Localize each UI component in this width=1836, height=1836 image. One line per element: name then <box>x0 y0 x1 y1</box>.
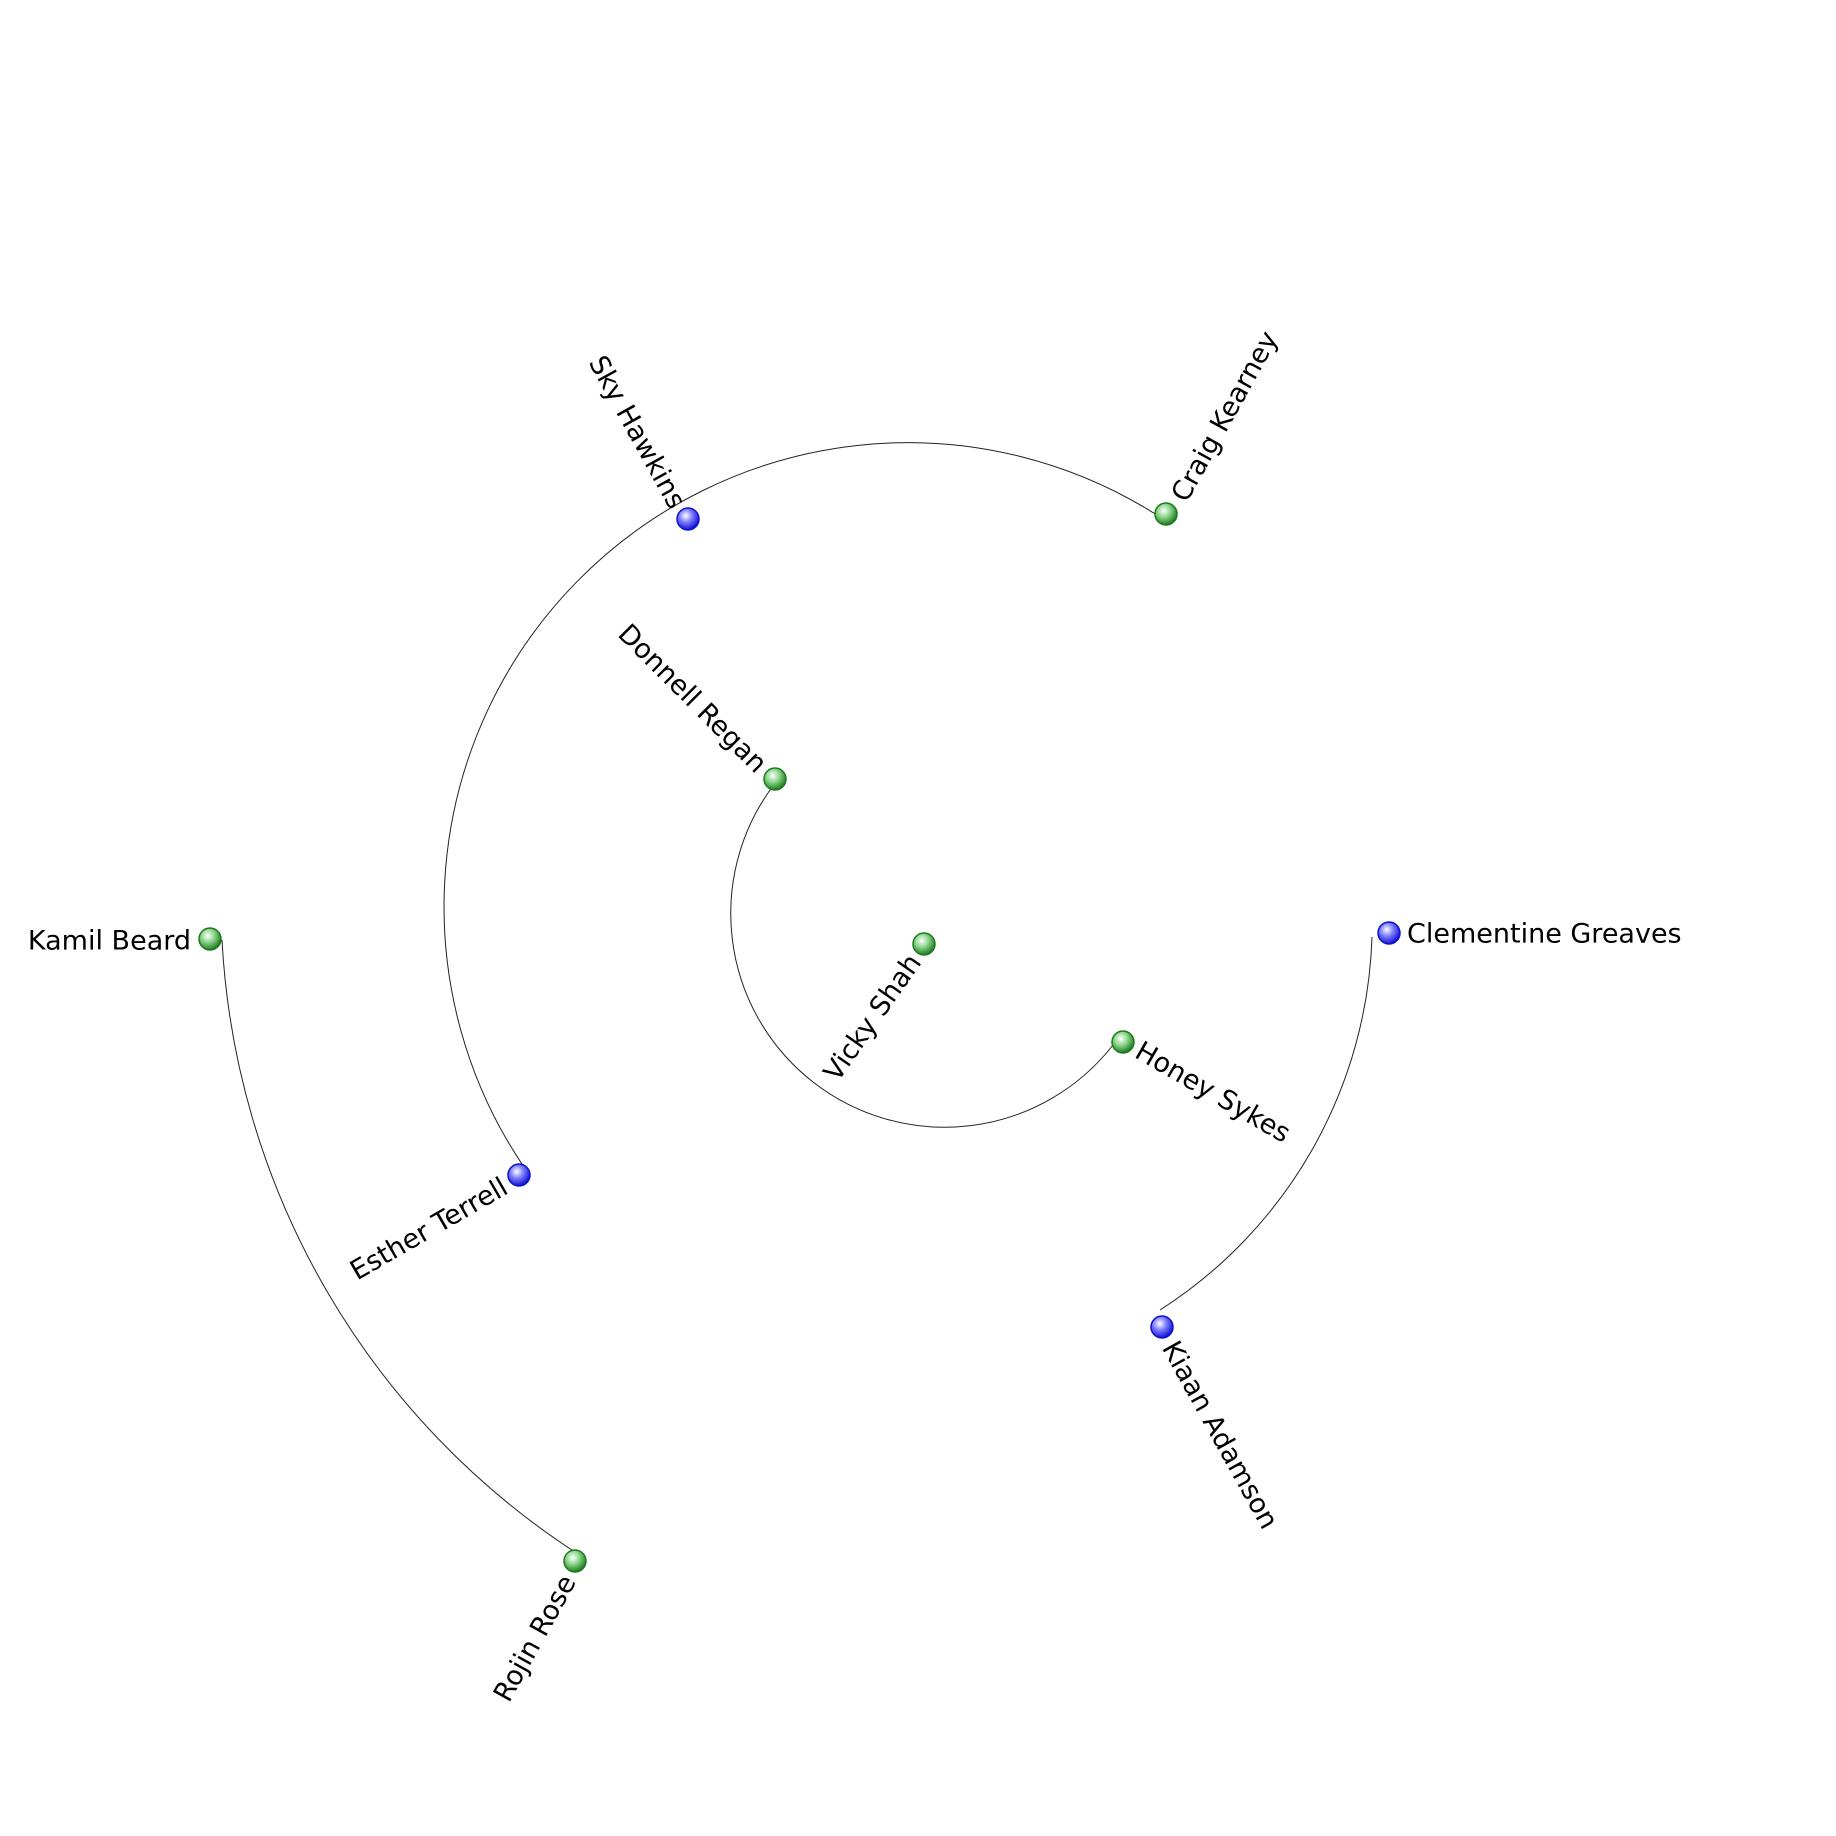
node-label: Kamil Beard <box>28 926 191 957</box>
node-marker[interactable] <box>1150 1315 1174 1339</box>
node-kamil-beard[interactable]: Kamil Beard <box>28 926 222 957</box>
node-label: Vicky Shah <box>818 949 928 1088</box>
node-craig-kearney[interactable]: Craig Kearney <box>1154 326 1285 526</box>
node-rojin-rose[interactable]: Rojin Rose <box>488 1549 587 1707</box>
node-label: Donnell Regan <box>612 618 773 779</box>
edges-layer <box>221 442 1373 1555</box>
node-marker[interactable] <box>1154 502 1178 526</box>
edge-donnell-regan-honey-sykes <box>730 781 1114 1128</box>
node-kiaan-adamson[interactable]: Kiaan Adamson <box>1150 1315 1284 1534</box>
node-marker[interactable] <box>912 932 936 956</box>
node-vicky-shah[interactable]: Vicky Shah <box>818 932 936 1088</box>
edge-clementine-greaves-kiaan-adamson <box>1159 936 1373 1311</box>
node-marker[interactable] <box>1111 1030 1135 1054</box>
node-label: Sky Hawkins <box>582 351 691 514</box>
node-marker[interactable] <box>563 1549 587 1573</box>
node-label: Honey Sykes <box>1130 1036 1296 1150</box>
node-label: Kiaan Adamson <box>1155 1336 1284 1534</box>
node-label: Esther Terrell <box>345 1172 513 1287</box>
node-sky-hawkins[interactable]: Sky Hawkins <box>582 351 700 531</box>
node-label: Clementine Greaves <box>1407 919 1682 950</box>
node-marker[interactable] <box>1377 921 1401 945</box>
node-marker[interactable] <box>763 767 787 791</box>
edge-craig-kearney-esther-terrell <box>443 442 1164 1171</box>
node-honey-sykes[interactable]: Honey Sykes <box>1111 1030 1296 1150</box>
node-donnell-regan[interactable]: Donnell Regan <box>612 618 787 791</box>
node-marker[interactable] <box>676 507 700 531</box>
node-label: Rojin Rose <box>488 1570 583 1707</box>
node-marker[interactable] <box>198 927 222 951</box>
edge-kamil-beard-rojin-rose <box>221 939 579 1555</box>
node-marker[interactable] <box>507 1163 531 1187</box>
nodes-layer: Vicky Shah Donnell Regan Honey Sykes Sky… <box>28 326 1682 1707</box>
node-clementine-greaves[interactable]: Clementine Greaves <box>1377 919 1682 950</box>
node-esther-terrell[interactable]: Esther Terrell <box>345 1163 531 1287</box>
node-label: Craig Kearney <box>1166 326 1285 507</box>
